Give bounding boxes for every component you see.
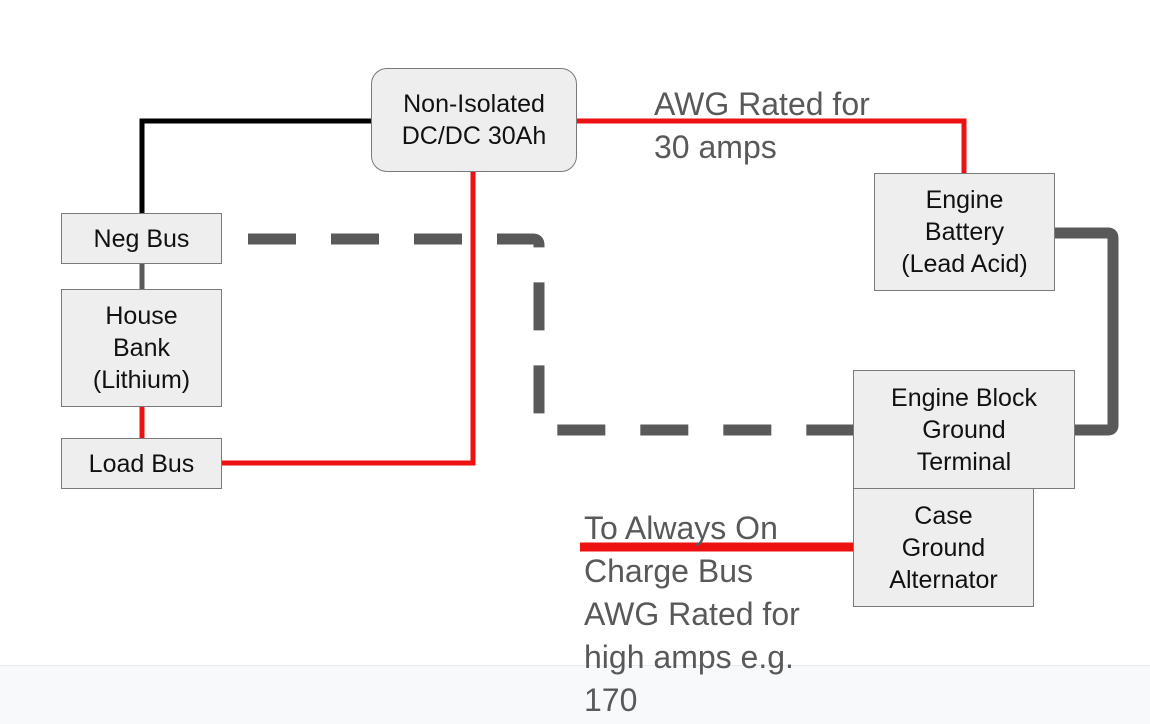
wire-dcdc-to-load-bus <box>222 172 476 466</box>
dcdc-converter-node[interactable]: Non-Isolated DC/DC 30Ah <box>371 68 577 172</box>
engine-block-ground-node[interactable]: Engine Block Ground Terminal <box>853 370 1075 489</box>
case-ground-alternator-label: Case Ground Alternator <box>889 501 998 594</box>
awg-30-amps-note: AWG Rated for 30 amps <box>654 86 870 165</box>
neg-bus-node[interactable]: Neg Bus <box>61 213 222 264</box>
load-bus-node[interactable]: Load Bus <box>61 438 222 489</box>
wire-engine-battery-to-engine-block <box>1054 227 1119 436</box>
house-bank-node[interactable]: House Bank (Lithium) <box>61 289 222 407</box>
house-bank-label: House Bank (Lithium) <box>92 302 191 394</box>
engine-battery-node[interactable]: Engine Battery (Lead Acid) <box>874 173 1055 291</box>
footer-band <box>0 665 1150 724</box>
charge-bus-note: To Always On Charge Bus AWG Rated for hi… <box>584 510 800 718</box>
engine-battery-label: Engine Battery (Lead Acid) <box>901 186 1028 278</box>
wire-neg-bus-to-dcdc <box>139 118 372 213</box>
wire-dcdc-to-engine-battery <box>576 118 967 173</box>
neg-bus-label: Neg Bus <box>93 224 190 253</box>
wire-neg-bus-to-engine-block-dashed <box>248 233 854 436</box>
load-bus-label: Load Bus <box>88 449 195 478</box>
engine-block-ground-label: Engine Block Ground Terminal <box>891 383 1037 476</box>
case-ground-alternator-node[interactable]: Case Ground Alternator <box>853 488 1034 607</box>
dcdc-converter-label: Non-Isolated DC/DC 30Ah <box>401 90 547 150</box>
